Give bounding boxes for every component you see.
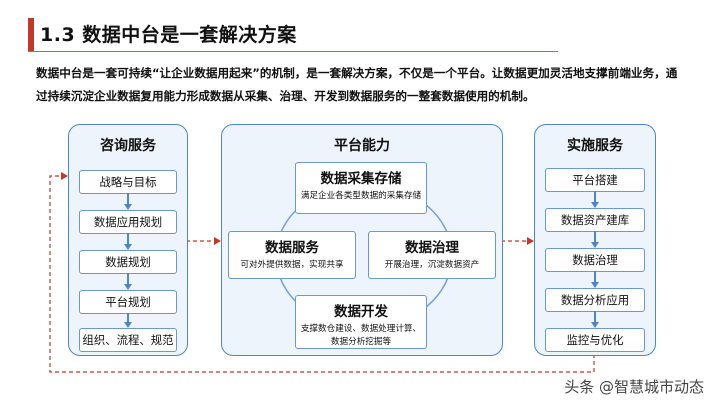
consult-step-connector: [127, 313, 129, 323]
data-development-desc: 支撑数仓建设、数据处理计算、数据分析挖掘等: [300, 324, 422, 347]
consult-step-platform-planning: 平台规划: [79, 290, 177, 314]
impl-step-arrow: [591, 322, 599, 328]
consult-step-data-planning: 数据规划: [79, 250, 177, 274]
consulting-services-title: 咨询服务: [100, 138, 156, 154]
platform-capability-title: 平台能力: [334, 138, 390, 154]
data-governance-box: 数据治理 开展治理，沉淀数据资产: [368, 231, 496, 279]
impl-step-connector: [594, 231, 596, 243]
data-collect-storage-desc: 满足企业各类型数据的采集存储: [300, 191, 422, 201]
consult-step-app-planning: 数据应用规划: [79, 210, 177, 234]
consult-step-arrow: [124, 244, 132, 250]
impl-step-connector: [594, 271, 596, 283]
platform-capability-panel: 平台能力 数据采集存储 满足企业各类型数据的采集存储 数据服务 可对外提供数据，…: [221, 124, 503, 356]
intro-paragraph: 数据中台是一套可持续“让企业数据用起来”的机制，是一套解决方案，不仅是一个平台。…: [36, 66, 678, 103]
consult-step-arrow: [124, 322, 132, 328]
impl-step-analytics-apps: 数据分析应用: [545, 288, 645, 312]
left-to-middle-arrowhead: [214, 237, 221, 245]
implementation-services-title: 实施服务: [567, 138, 623, 154]
impl-step-monitor-optimize: 监控与优化: [545, 328, 645, 352]
data-governance-desc: 开展治理，沉淀数据资产: [384, 260, 480, 270]
consult-step-connector: [127, 273, 129, 285]
consulting-services-panel: 咨询服务 战略与目标 数据应用规划 数据规划 平台规划 组织、流程、规范: [68, 124, 188, 356]
impl-step-asset-library: 数据资产建库: [545, 208, 645, 232]
data-collect-storage-box: 数据采集存储 满足企业各类型数据的采集存储: [295, 162, 427, 214]
impl-step-arrow: [591, 202, 599, 208]
feedback-loop-line: [49, 175, 595, 373]
data-service-desc: 可对外提供数据，实现共享: [240, 260, 344, 270]
implementation-services-panel: 实施服务 平台搭建 数据资产建库 数据治理 数据分析应用 监控与优化: [534, 124, 656, 356]
middle-to-right-arrowhead: [527, 237, 534, 245]
page-title: 1.3 数据中台是一套解决方案: [40, 24, 297, 46]
data-development-box: 数据开发 支撑数仓建设、数据处理计算、数据分析挖掘等: [295, 295, 427, 349]
source-watermark: 头条 @智慧城市动态: [564, 378, 704, 396]
data-governance-title: 数据治理: [405, 240, 459, 256]
impl-step-connector: [594, 191, 596, 203]
impl-step-arrow: [591, 282, 599, 288]
impl-step-arrow: [591, 242, 599, 248]
data-collect-storage-title: 数据采集存储: [320, 171, 402, 187]
title-divider: [28, 51, 558, 52]
consult-step-connector: [127, 193, 129, 205]
data-service-title: 数据服务: [265, 240, 319, 256]
consult-step-arrow: [124, 284, 132, 290]
impl-step-data-governance: 数据治理: [545, 248, 645, 272]
impl-step-connector: [594, 311, 596, 323]
data-service-box: 数据服务 可对外提供数据，实现共享: [228, 231, 356, 279]
consult-step-strategy: 战略与目标: [79, 170, 177, 194]
consult-step-connector: [127, 233, 129, 245]
consult-step-arrow: [124, 204, 132, 210]
title-accent-bar: [28, 18, 34, 52]
data-development-title: 数据开发: [334, 304, 388, 320]
feedback-loop-arrowhead: [61, 172, 68, 180]
impl-step-platform-build: 平台搭建: [545, 168, 645, 192]
consult-step-org-process: 组织、流程、规范: [79, 328, 177, 352]
